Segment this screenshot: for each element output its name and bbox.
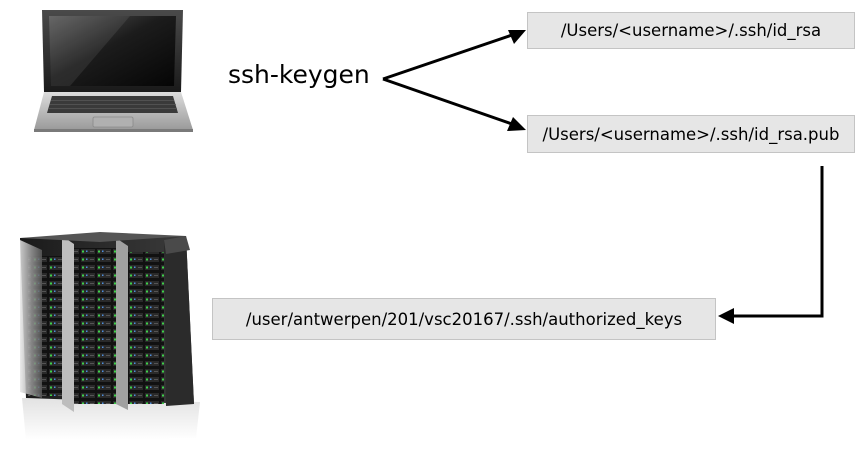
- private-key-path: /Users/<username>/.ssh/id_rsa: [560, 21, 822, 40]
- laptop-icon: [34, 10, 193, 132]
- arrow-to-private-key: [382, 30, 526, 81]
- authorized-keys-file-box: /user/antwerpen/201/vsc20167/.ssh/author…: [212, 298, 716, 340]
- server-rack-icon: [20, 232, 200, 440]
- public-key-path: /Users/<username>/.ssh/id_rsa.pub: [542, 124, 840, 144]
- arrow-to-authorized-keys: [718, 166, 824, 324]
- authorized-keys-path: /user/antwerpen/201/vsc20167/.ssh/author…: [245, 309, 683, 329]
- private-key-file-box: /Users/<username>/.ssh/id_rsa: [527, 12, 855, 49]
- arrow-to-public-key: [382, 77, 526, 131]
- public-key-file-box: /Users/<username>/.ssh/id_rsa.pub: [527, 115, 855, 153]
- ssh-keygen-command: ssh-keygen: [228, 60, 370, 89]
